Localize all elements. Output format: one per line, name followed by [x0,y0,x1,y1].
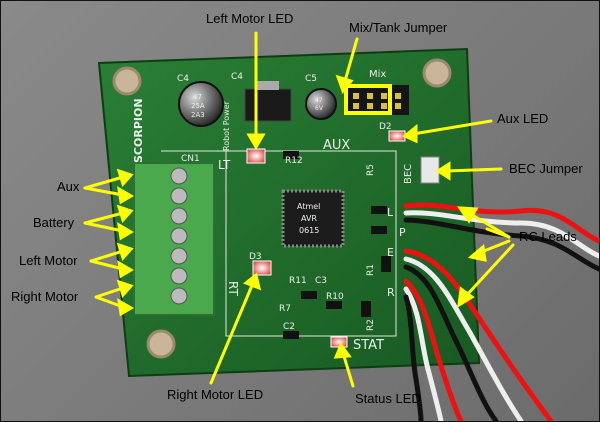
header-pins [353,93,401,109]
r2-silk: R2 [366,319,376,331]
right-motor-led [252,260,272,276]
rt-silk: RT [226,281,240,296]
right-motor-led-callout: Right Motor LED [167,387,264,402]
r11-silk: R11 [289,276,307,286]
rc-r-silk: R [387,286,395,299]
chip-part: AVR [301,214,317,223]
cap-label-47: 47 [193,93,202,101]
right-motor-callout: Right Motor [11,289,79,304]
c4-left-silk: C4 [177,74,189,84]
battery-callout: Battery [33,215,75,230]
rc-e-silk: E [387,246,394,259]
bec-jumper-callout: BEC Jumper [509,161,583,176]
d2-silk: D2 [379,122,392,132]
microcontroller-chip [281,189,345,248]
cn1-silk: CN1 [181,154,200,164]
r1-silk: R1 [366,264,376,276]
mount-hole [146,329,176,359]
status-led [330,336,348,348]
c3-silk: C3 [315,276,327,286]
c4-right-silk: C4 [231,72,243,82]
cap-label-25a: 25A [191,102,205,110]
smd-components [283,151,391,339]
stat-silk: STAT [353,338,384,353]
callout-arrows [83,31,515,388]
d3-silk: D3 [249,252,262,262]
r7-silk: R7 [279,304,291,314]
cap-small-47: 47 [315,97,323,104]
silk-frame [225,150,397,337]
aux-led [388,130,406,142]
rc-l-silk: L [387,206,394,219]
small-capacitor [305,88,337,120]
rc-leads-wires [403,202,599,421]
mix-jumper-header [345,85,409,115]
left-motor-led-callout: Left Motor LED [206,11,294,26]
c2-silk: C2 [283,322,295,332]
voltage-regulator [244,88,292,122]
mix-tank-jumper-callout: Mix/Tank Jumper [349,20,448,35]
r5-silk: R5 [366,164,376,176]
aux-silk: AUX [323,138,350,153]
left-motor-callout: Left Motor [19,253,78,268]
left-motor-led [246,148,266,164]
chip-code: 0615 [299,226,319,235]
chip-brand: Atmel [297,202,320,211]
electrolytic-capacitor [178,81,224,127]
robot-power-silk: Robot Power [222,100,231,151]
bec-jumper [420,156,440,184]
mix-silk: Mix [369,69,386,80]
aux-led-callout: Aux LED [497,111,549,126]
mount-hole [112,66,142,96]
mix-jumper-highlight [344,84,392,115]
regulator-tab [257,81,279,90]
rc-leads-callout: RC Leads [519,229,577,244]
r10-silk: R10 [326,292,344,302]
bec-silk: BEC [403,164,414,184]
aux-callout: Aux [57,179,80,194]
mount-hole [422,58,452,88]
brand-silk: SCORPION [132,98,145,163]
status-led-callout: Status LED [355,391,421,406]
c5-silk: C5 [305,74,317,84]
cap-label-2a3: 2A3 [191,111,205,119]
rc-p-silk: P [399,226,406,239]
terminal-screws [170,167,188,305]
cap-small-6v: 6V [315,105,324,112]
lt-silk: LT [218,158,231,172]
r12-silk: R12 [285,156,303,166]
